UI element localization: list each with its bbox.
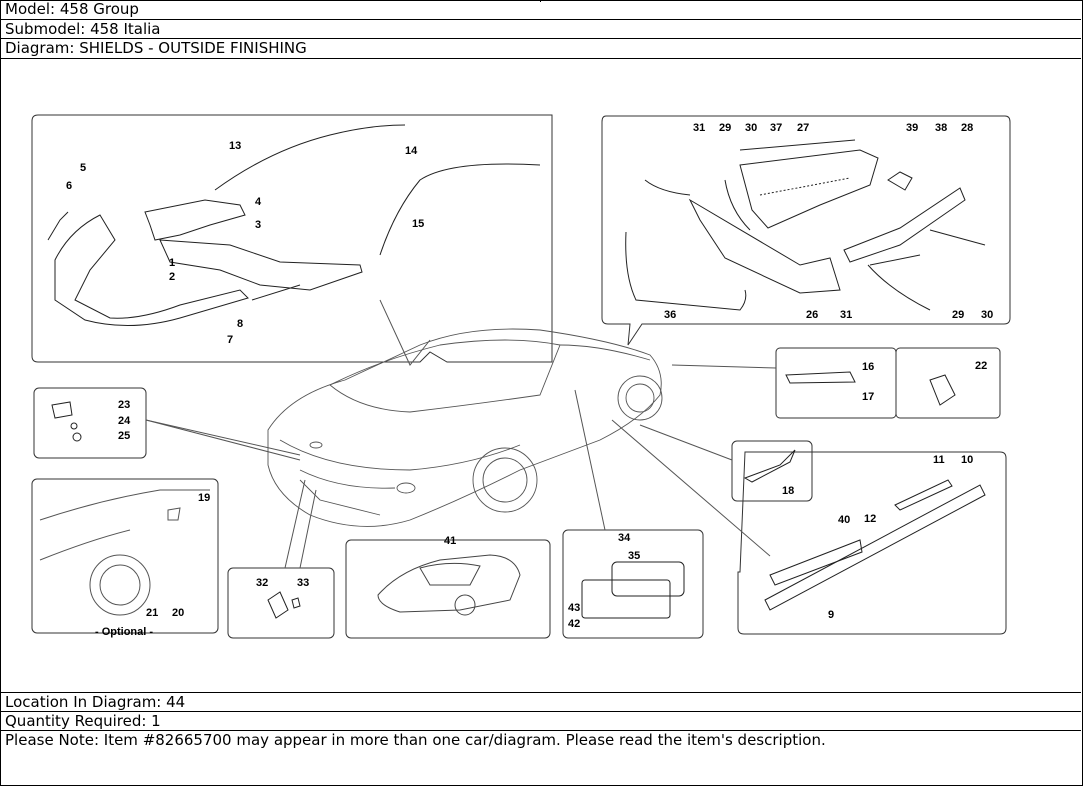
- svg-text:28: 28: [961, 122, 973, 134]
- panel-engine-cover: [601, 115, 1011, 346]
- svg-text:30: 30: [745, 122, 757, 134]
- parts-diagram: 13 14 5 6 4 3 1 2 15 8 7 31 29 30 37 27 …: [31, 114, 1011, 639]
- svg-text:38: 38: [935, 122, 947, 134]
- svg-text:34: 34: [618, 532, 631, 544]
- svg-text:26: 26: [806, 309, 818, 321]
- svg-text:35: 35: [628, 550, 640, 562]
- svg-text:14: 14: [405, 145, 418, 157]
- panel-grille-34: [562, 529, 704, 639]
- svg-text:22: 22: [975, 360, 987, 372]
- svg-text:15: 15: [412, 218, 424, 230]
- submodel-row: Submodel: 458 Italia: [0, 20, 1081, 39]
- optional-label: - Optional -: [95, 626, 153, 638]
- part-label: 13: [229, 140, 241, 152]
- svg-text:8: 8: [237, 318, 243, 330]
- panel-wheel-arch: [31, 478, 219, 634]
- panel-fasteners: [33, 387, 147, 459]
- svg-text:18: 18: [782, 485, 794, 497]
- note-row: Please Note: Item #82665700 may appear i…: [0, 731, 1081, 751]
- svg-text:40: 40: [838, 514, 850, 526]
- quantity-row: Quantity Required: 1: [0, 712, 1081, 731]
- svg-text:37: 37: [770, 122, 782, 134]
- diagram-title-text: Diagram: SHIELDS - OUTSIDE FINISHING: [5, 39, 307, 57]
- svg-text:39: 39: [906, 122, 918, 134]
- panel-clip-18: [731, 440, 813, 502]
- svg-text:31: 31: [840, 309, 852, 321]
- location-text: Location In Diagram: 44: [5, 693, 186, 711]
- svg-text:21: 21: [146, 607, 158, 619]
- svg-text:7: 7: [227, 334, 233, 346]
- svg-text:6: 6: [66, 180, 72, 192]
- svg-text:23: 23: [118, 399, 130, 411]
- model-row: Model: 458 Group: [0, 0, 1081, 20]
- svg-text:11: 11: [933, 454, 945, 466]
- svg-text:25: 25: [118, 430, 130, 442]
- svg-text:33: 33: [297, 577, 309, 589]
- svg-text:2: 2: [169, 271, 175, 283]
- svg-text:36: 36: [664, 309, 676, 321]
- note-text: Please Note: Item #82665700 may appear i…: [5, 731, 826, 749]
- svg-text:27: 27: [797, 122, 809, 134]
- svg-text:42: 42: [568, 618, 580, 630]
- panel-bracket-22: [895, 347, 1001, 419]
- svg-text:29: 29: [719, 122, 731, 134]
- svg-text:4: 4: [255, 196, 262, 208]
- svg-text:20: 20: [172, 607, 184, 619]
- quantity-text: Quantity Required: 1: [5, 712, 161, 730]
- svg-text:31: 31: [693, 122, 705, 134]
- submodel-text: Submodel: 458 Italia: [5, 20, 161, 38]
- panel-clips-32: [227, 567, 335, 639]
- svg-text:10: 10: [961, 454, 973, 466]
- svg-text:32: 32: [256, 577, 268, 589]
- svg-text:29: 29: [952, 309, 964, 321]
- svg-text:30: 30: [981, 309, 993, 321]
- svg-text:43: 43: [568, 602, 580, 614]
- panel-sill: [737, 451, 1007, 635]
- svg-text:16: 16: [862, 361, 874, 373]
- diagram-title-row: Diagram: SHIELDS - OUTSIDE FINISHING: [0, 39, 1081, 59]
- svg-text:3: 3: [255, 219, 261, 231]
- svg-text:24: 24: [118, 415, 131, 427]
- svg-text:41: 41: [444, 535, 456, 547]
- model-text: Model: 458 Group: [5, 0, 139, 18]
- svg-text:19: 19: [198, 492, 210, 504]
- location-row: Location In Diagram: 44: [0, 692, 1081, 712]
- svg-text:9: 9: [828, 609, 834, 621]
- svg-text:5: 5: [80, 162, 86, 174]
- svg-text:1: 1: [169, 257, 175, 269]
- svg-text:12: 12: [864, 513, 876, 525]
- panel-front-shields: [31, 114, 553, 363]
- panel-car-41: [345, 539, 551, 639]
- svg-text:17: 17: [862, 391, 874, 403]
